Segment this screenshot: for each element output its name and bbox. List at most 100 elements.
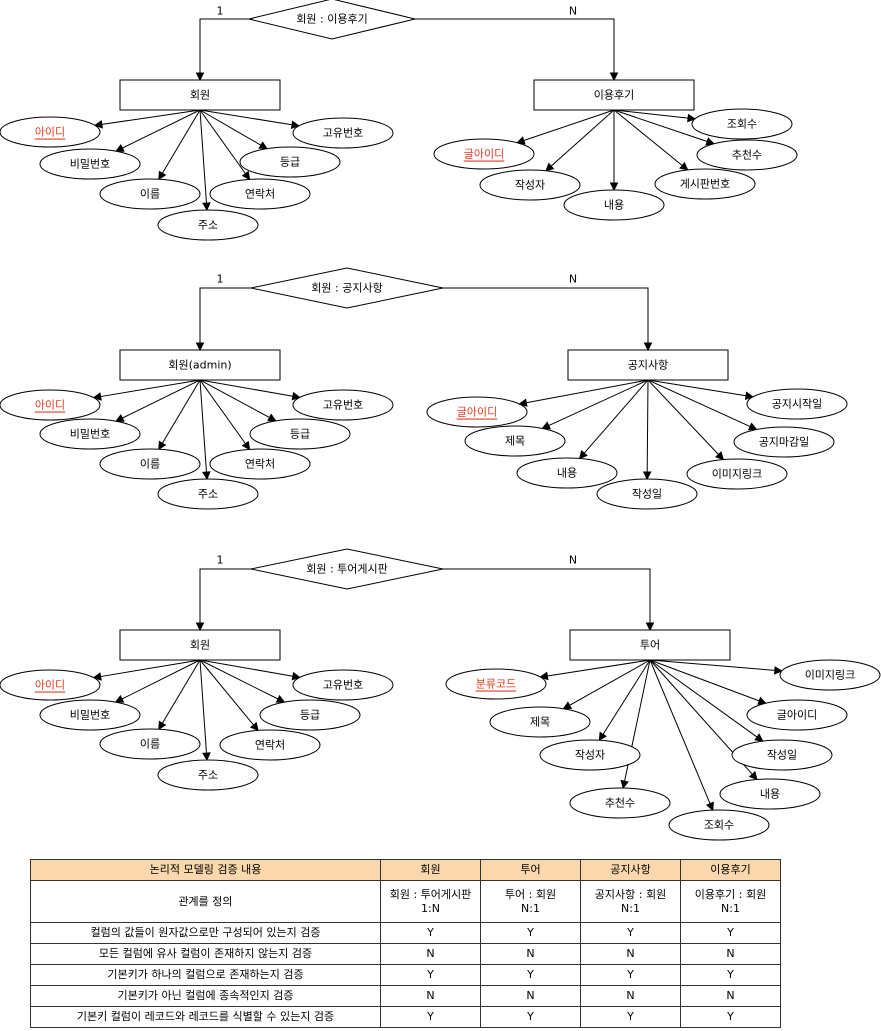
attribute-connector [598, 659, 651, 742]
check-result-cell: N [480, 985, 581, 1007]
connector-to-left-entity [195, 568, 252, 632]
attribute-connector [93, 109, 201, 129]
check-description: 모든 컬럼에 유사 컬럼이 존재하지 않는지 검증 [30, 943, 381, 965]
relationship-diamond: 회원 : 공지사항 [250, 267, 444, 309]
cell-text: Y [427, 926, 434, 939]
attribute: 등급 [259, 699, 361, 731]
attribute: 주소 [157, 759, 259, 791]
attribute: 비밀번호 [39, 148, 141, 180]
attribute: 제목 [489, 706, 591, 738]
attribute-connector [114, 659, 201, 703]
attribute-label: 내용 [760, 788, 780, 801]
cell-text: Y [727, 968, 734, 981]
check-result-cell: N [480, 943, 581, 965]
attribute-connector [609, 110, 619, 192]
attribute: 이미지링크 [686, 458, 788, 490]
cardinality-right: N [569, 5, 577, 18]
attribute-label: 내용 [557, 467, 577, 480]
cell-text: Y [427, 1010, 434, 1023]
attribute-label: 작성일 [632, 487, 662, 501]
attribute: 조회수 [668, 809, 770, 841]
check-result-cell: Y [680, 922, 781, 944]
attribute-label: 조회수 [727, 118, 757, 131]
attribute-connector [199, 379, 277, 422]
cell-text: N [726, 989, 735, 1002]
attribute: 고유번호 [292, 117, 394, 149]
attribute-connector [647, 379, 755, 400]
attribute-label: 조회수 [704, 819, 734, 832]
attribute-label: 아이디 [35, 126, 65, 139]
cell-text: N [526, 989, 535, 1002]
connector-to-right-entity [442, 287, 653, 352]
entity-name: 투어 [640, 639, 660, 652]
primary-key-attribute: 글아이디 [433, 138, 535, 170]
check-result-cell: Y [480, 964, 581, 986]
attribute-connector [158, 109, 201, 181]
cell-text: 회원 : 투어게시판 [389, 887, 472, 901]
check-result-cell: Y [380, 1006, 481, 1028]
primary-key-attribute: 아이디 [0, 669, 101, 701]
cell-text: N [426, 947, 435, 960]
attribute-connector [613, 109, 689, 171]
entity-name: 공지사항 [628, 359, 668, 372]
attribute-label: 제목 [505, 435, 525, 448]
attribute: 게시판번호 [654, 168, 756, 200]
attribute-connector [199, 659, 259, 732]
relationship-diamond: 회원 : 투어게시판 [250, 548, 444, 590]
check-result-cell: N [380, 985, 481, 1007]
attribute-label: 작성자 [575, 749, 605, 762]
attribute-label: 고유번호 [323, 679, 363, 692]
attribute-label: 등급 [300, 709, 320, 722]
attribute: 연락처 [219, 729, 321, 761]
attribute-connector [199, 659, 211, 762]
attribute: 조회수 [691, 108, 793, 140]
check-result-cell: N [680, 985, 781, 1007]
attribute-label: 등급 [290, 428, 310, 441]
header-notice: 공지사항 [580, 859, 681, 881]
attribute-connector [199, 379, 251, 451]
check-result-cell: N [380, 943, 481, 965]
attribute-label: 분류코드 [476, 678, 516, 691]
attribute-label: 게시판번호 [680, 178, 731, 191]
check-description: 기본키가 아닌 컬럼에 종속적인지 검증 [30, 985, 381, 1007]
attribute-connector [199, 109, 251, 181]
relationship-label: 회원 : 투어게시판 [306, 563, 388, 576]
attribute-connector [649, 659, 767, 705]
entity-name: 회원 [190, 639, 210, 652]
attribute: 등급 [239, 146, 341, 178]
entity-box [119, 79, 281, 111]
attribute-connector [115, 109, 201, 152]
attribute-label: 비밀번호 [70, 158, 110, 171]
attribute: 작성자 [479, 169, 581, 201]
attribute: 연락처 [209, 178, 311, 210]
cell-text: 1:N [421, 901, 440, 915]
check-description: 기본키 컬럼이 레코드와 레코드를 식별할 수 있는지 검증 [30, 1006, 381, 1028]
check-description: 관계를 정의 [30, 880, 381, 923]
attribute-connector [516, 109, 615, 145]
connector-to-right-entity [413, 18, 619, 82]
check-result-cell: Y [580, 964, 681, 986]
attribute-label: 비밀번호 [70, 709, 110, 722]
attribute: 내용 [719, 778, 821, 810]
cell-text: N:1 [621, 901, 640, 915]
attribute: 연락처 [209, 448, 311, 480]
attribute-connector [115, 379, 201, 422]
entity-box [567, 349, 729, 381]
check-description: 기본키가 하나의 컬럼으로 존재하는지 검증 [30, 964, 381, 986]
attribute-label: 이미지링크 [805, 669, 856, 682]
cardinality-right: N [569, 273, 577, 286]
attribute-connector [649, 659, 783, 675]
attribute: 작성자 [539, 739, 641, 771]
relationship-diamond: 회원 : 이용후기 [248, 0, 416, 40]
attribute: 이름 [99, 728, 201, 760]
cell-text: Y [627, 926, 634, 939]
